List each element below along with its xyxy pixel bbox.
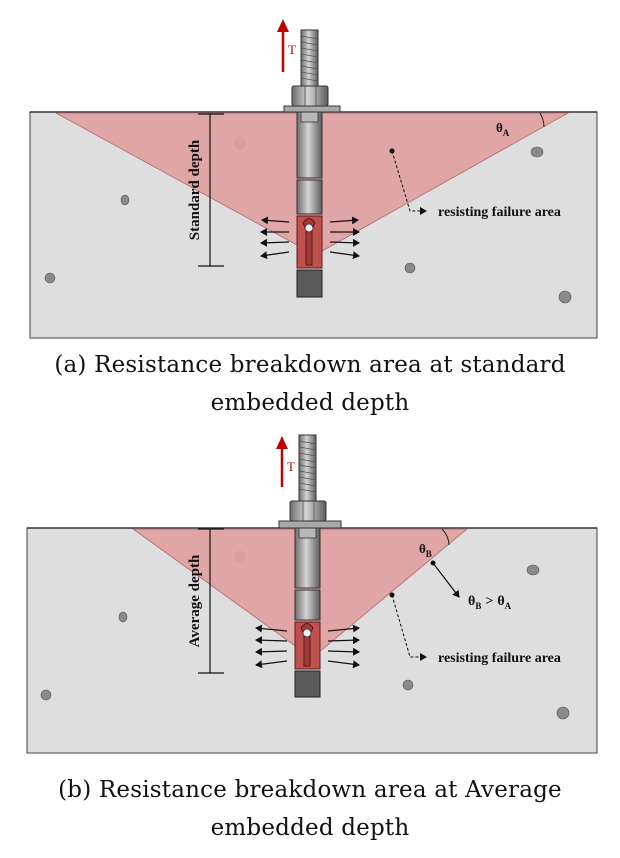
anchor-tip — [294, 670, 321, 698]
angle-theta-a: θA — [496, 120, 510, 138]
caption-b: (b) Resistance breakdown area at Average… — [10, 771, 610, 847]
expansion-arrows — [255, 624, 360, 669]
caption-a-line1: (a) Resistance breakdown area at standar… — [54, 352, 566, 378]
tension-label: T — [287, 459, 295, 474]
caption-a: (a) Resistance breakdown area at standar… — [10, 346, 610, 422]
figure-a: θA Standard depth T — [0, 0, 620, 345]
depth-dimension — [198, 113, 224, 267]
hex-nut — [289, 500, 327, 522]
angle-comparison: θB>θA — [468, 594, 512, 611]
angle-arc — [539, 112, 545, 128]
tension-label: T — [288, 42, 296, 57]
anchor-sleeve — [296, 111, 323, 179]
threaded-rod — [298, 434, 317, 539]
area-label: resisting failure area — [438, 205, 561, 220]
tension-arrow — [276, 436, 288, 487]
caption-a-line2: embedded depth — [210, 390, 410, 416]
depth-label: Average depth — [187, 554, 203, 647]
washer — [283, 105, 341, 113]
angle-theta-b: θB — [419, 541, 432, 559]
caption-b-line2: embedded depth — [210, 815, 410, 841]
washer — [278, 520, 342, 529]
angle-arc — [441, 528, 450, 546]
expansion-arrows — [260, 216, 360, 260]
figure-b: θB θB>θA Average depth T — [0, 425, 620, 765]
tension-arrow — [277, 19, 289, 72]
threaded-rod — [300, 29, 319, 123]
depth-dimension — [198, 528, 224, 674]
caption-b-line1: (b) Resistance breakdown area at Average — [58, 777, 562, 803]
depth-label: Standard depth — [187, 139, 203, 240]
area-leader — [391, 594, 427, 661]
area-label: resisting failure area — [438, 651, 561, 666]
area-leader — [391, 150, 427, 215]
anchor-tip — [296, 269, 323, 298]
hex-nut — [291, 85, 329, 107]
